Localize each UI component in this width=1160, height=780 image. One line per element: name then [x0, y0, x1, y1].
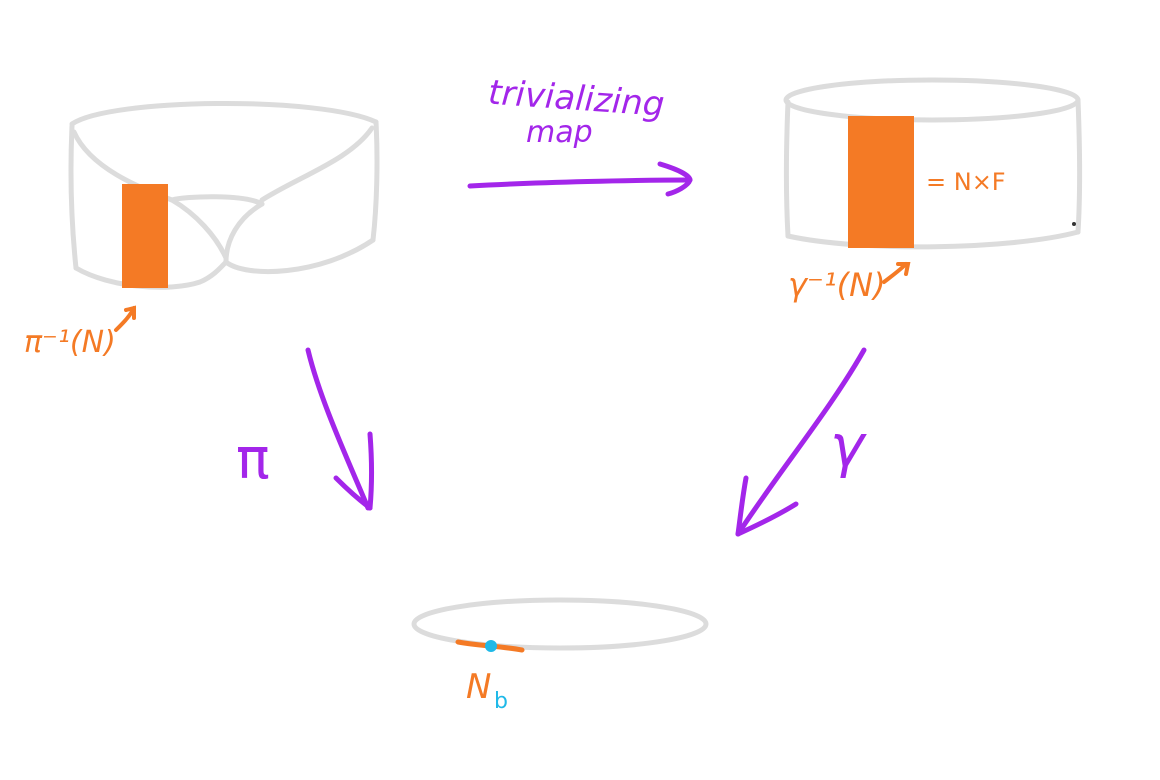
arrows: [305, 161, 867, 537]
mobius-left-side: [68, 123, 79, 271]
mobius-bottom-left: [73, 259, 229, 290]
mobius-preimage-patch: [122, 184, 168, 288]
trivial-fiber-equation: = N×F: [926, 168, 1006, 196]
pi-arrow-head-right: [367, 431, 374, 511]
base-point-b: [485, 640, 497, 652]
mobius-band: [68, 101, 380, 290]
trivial-preimage-pointer: [882, 262, 911, 284]
mobius-twist-upper: [169, 194, 265, 207]
pi-arrow-head-left: [333, 475, 373, 511]
mobius-preimage-label: π⁻¹(N): [24, 325, 116, 360]
mobius-twist-right: [223, 201, 265, 265]
mobius-top-rim: [69, 101, 379, 127]
mobius-inner-right: [259, 125, 375, 203]
stray-dot: [1072, 222, 1076, 226]
mobius-preimage-pointer: [114, 305, 136, 332]
base-point-subscript: b: [494, 689, 508, 714]
trivializing-arrow-head: [657, 161, 693, 197]
trivializing-map-label-line2: map: [526, 115, 593, 150]
pi-arrow-shaft: [305, 347, 371, 511]
cylinder-top-rim: [783, 77, 1081, 123]
base-neighborhood-label: N: [466, 667, 491, 707]
trivializing-arrow-shaft: [467, 177, 693, 189]
trivial-preimage-patch: [848, 116, 914, 248]
mobius-right-side: [370, 119, 380, 243]
trivial-preimage-label: γ⁻¹(N): [788, 266, 886, 304]
cylinder-left-side: [784, 99, 791, 239]
mobius-twist-left: [169, 197, 229, 261]
pi-projection-label: π: [236, 427, 270, 492]
base-circle: [411, 597, 709, 651]
gamma-arrow-head-left: [735, 475, 749, 537]
gamma-arrow-shaft: [735, 347, 867, 537]
mobius-bottom-right: [223, 237, 376, 275]
cylinder-bottom-rim: [785, 229, 1081, 250]
cylinder-right-side: [1075, 97, 1082, 235]
gamma-projection-label: γ: [830, 412, 867, 480]
gamma-arrow-head-right: [735, 501, 799, 537]
trivial-cylinder: [783, 77, 1082, 250]
